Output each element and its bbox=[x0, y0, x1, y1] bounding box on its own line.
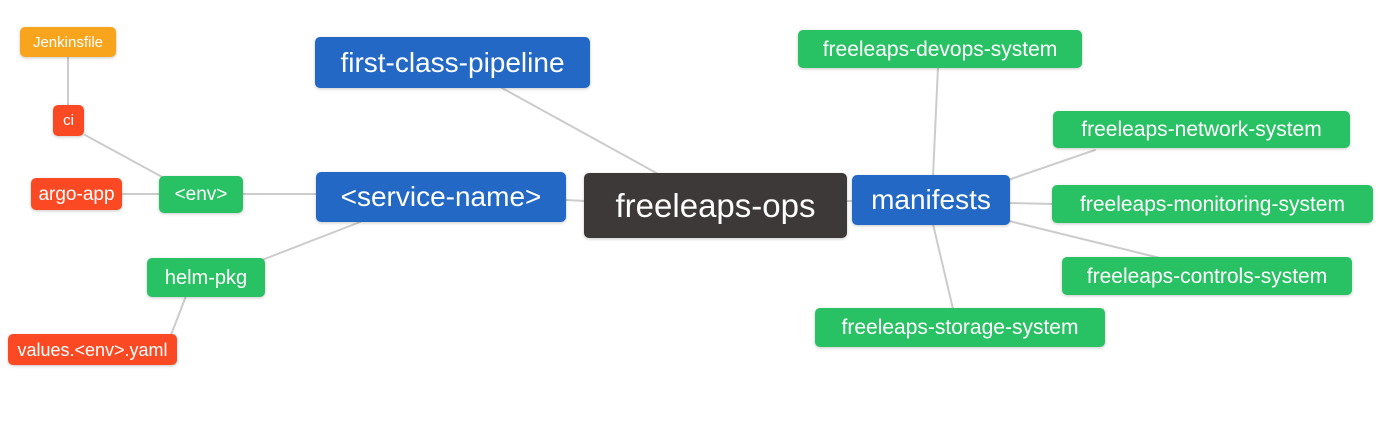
edge-manifests-to-storage-system bbox=[932, 223, 954, 310]
edge-service-name-to-freeleaps-ops bbox=[565, 199, 586, 202]
node-argo-app[interactable]: argo-app bbox=[31, 178, 122, 210]
edge-manifests-to-devops-system bbox=[932, 66, 939, 177]
edge-ci-to-env bbox=[84, 134, 165, 179]
edge-service-name-to-helm-pkg bbox=[261, 221, 361, 261]
edge-manifests-to-monitoring-system bbox=[1009, 202, 1054, 205]
node-freeleaps-ops[interactable]: freeleaps-ops bbox=[584, 173, 847, 238]
node-env[interactable]: <env> bbox=[159, 176, 243, 213]
node-first-class-pipeline[interactable]: first-class-pipeline bbox=[315, 37, 590, 88]
node-network-system[interactable]: freeleaps-network-system bbox=[1053, 111, 1350, 148]
node-service-name[interactable]: <service-name> bbox=[316, 172, 566, 222]
node-monitoring-system[interactable]: freeleaps-monitoring-system bbox=[1052, 185, 1373, 223]
node-ci[interactable]: ci bbox=[53, 105, 84, 136]
node-storage-system[interactable]: freeleaps-storage-system bbox=[815, 308, 1105, 347]
node-values-env-yaml[interactable]: values.<env>.yaml bbox=[8, 334, 177, 365]
node-helm-pkg[interactable]: helm-pkg bbox=[147, 258, 265, 297]
edge-helm-pkg-to-values-env-yaml bbox=[170, 295, 187, 336]
node-devops-system[interactable]: freeleaps-devops-system bbox=[798, 30, 1082, 68]
edge-first-class-pipeline-to-freeleaps-ops bbox=[501, 87, 661, 176]
edge-manifests-to-network-system bbox=[1007, 149, 1096, 181]
node-controls-system[interactable]: freeleaps-controls-system bbox=[1062, 257, 1352, 295]
edge-manifests-to-controls-system bbox=[1008, 220, 1161, 259]
node-manifests[interactable]: manifests bbox=[852, 175, 1010, 225]
node-jenkinsfile[interactable]: Jenkinsfile bbox=[20, 27, 116, 57]
